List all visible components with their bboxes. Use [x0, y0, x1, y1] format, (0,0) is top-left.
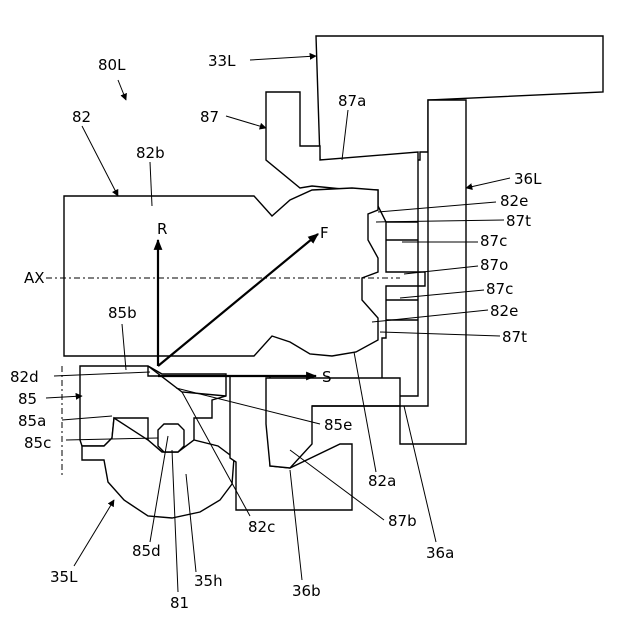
- label-85c: 85c: [24, 434, 51, 452]
- label-35h: 35h: [194, 572, 223, 590]
- leader-87: [226, 116, 266, 128]
- label-82c: 82c: [248, 518, 275, 536]
- label-80L: 80L: [98, 56, 126, 74]
- label-87c-bottom: 87c: [486, 280, 513, 298]
- label-36a: 36a: [426, 544, 454, 562]
- label-87o: 87o: [480, 256, 508, 274]
- part-82-outline: [64, 188, 378, 356]
- label-85b: 85b: [108, 304, 137, 322]
- label-87t-top: 87t: [506, 212, 531, 230]
- label-82e-bottom: 82e: [490, 302, 518, 320]
- vector-s-label: S: [322, 368, 332, 386]
- label-82e-top: 82e: [500, 192, 528, 210]
- vector-f-label: F: [320, 224, 329, 242]
- label-85e: 85e: [324, 416, 352, 434]
- label-82: 82: [72, 108, 91, 126]
- label-85d: 85d: [132, 542, 161, 560]
- label-87c-top: 87c: [480, 232, 507, 250]
- label-85a: 85a: [18, 412, 46, 430]
- leader-85: [46, 396, 82, 398]
- leader-82a: [354, 352, 376, 472]
- label-36b: 36b: [292, 582, 321, 600]
- label-87t-bottom: 87t: [502, 328, 527, 346]
- leader-82: [82, 126, 118, 196]
- label-87a: 87a: [338, 92, 366, 110]
- leader-33L: [250, 56, 316, 60]
- label-82b: 82b: [136, 144, 165, 162]
- label-82a: 82a: [368, 472, 396, 490]
- label-36L: 36L: [514, 170, 542, 188]
- vector-r-label: R: [157, 220, 167, 238]
- label-ax: AX: [24, 269, 45, 287]
- label-87: 87: [200, 108, 219, 126]
- part-81-pin: [158, 424, 184, 452]
- label-35L: 35L: [50, 568, 78, 586]
- label-85: 85: [18, 390, 37, 408]
- label-82d: 82d: [10, 368, 39, 386]
- label-87b: 87b: [388, 512, 417, 530]
- leader-35L: [74, 500, 114, 566]
- label-33L: 33L: [208, 52, 236, 70]
- leader-36L: [466, 178, 510, 188]
- label-81: 81: [170, 594, 189, 612]
- leader-80L: [118, 80, 126, 100]
